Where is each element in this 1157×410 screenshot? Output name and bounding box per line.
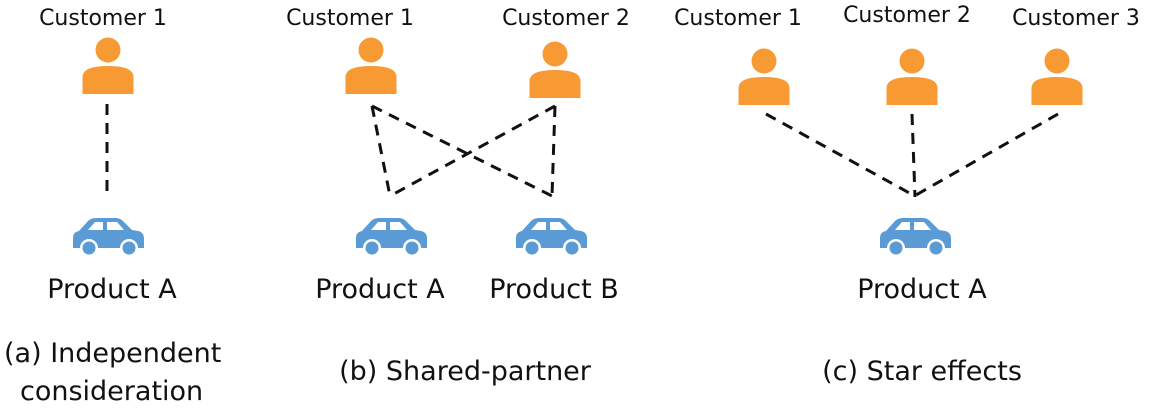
edge-c-c3-pa <box>915 112 1059 197</box>
edge-c-c2-pa <box>910 113 917 198</box>
person-icon <box>345 37 397 94</box>
panel-c: Customer 1 Customer 2 Customer 3 Product… <box>674 3 1140 387</box>
car-icon <box>880 218 951 257</box>
customer-label: Customer 3 <box>1012 6 1140 31</box>
product-label: Product A <box>315 274 445 305</box>
panel-caption: (c) Star effects <box>822 356 1022 387</box>
car-icon <box>356 218 427 257</box>
customer-label: Customer 1 <box>286 6 414 31</box>
edge-b-c2-pa <box>389 104 556 198</box>
panel-a: Customer 1 Product A (a) Independent con… <box>4 6 221 407</box>
person-icon <box>82 37 134 94</box>
edge-c-c1-pa <box>765 112 914 197</box>
person-icon <box>886 48 938 105</box>
edge-b-c1-pb <box>371 104 553 198</box>
panel-caption-line2: consideration <box>20 376 203 407</box>
customer-label: Customer 1 <box>674 6 802 31</box>
customer-label: Customer 2 <box>502 6 630 31</box>
panel-b: Customer 1 Customer 2 Product A Product … <box>286 6 630 387</box>
panel-caption: (b) Shared-partner <box>339 356 592 387</box>
car-icon <box>516 218 587 257</box>
product-label: Product B <box>489 274 619 305</box>
product-label: Product A <box>857 274 987 305</box>
customer-label: Customer 2 <box>843 3 971 28</box>
edge-b-c1-pa <box>370 105 392 197</box>
panel-caption: (a) Independent <box>4 338 221 369</box>
person-icon <box>738 48 790 105</box>
car-icon <box>73 218 144 257</box>
person-icon <box>1031 48 1083 105</box>
person-icon <box>529 41 581 98</box>
product-label: Product A <box>47 274 177 305</box>
edge-b-c2-pb <box>550 105 557 197</box>
customer-label: Customer 1 <box>39 6 167 31</box>
